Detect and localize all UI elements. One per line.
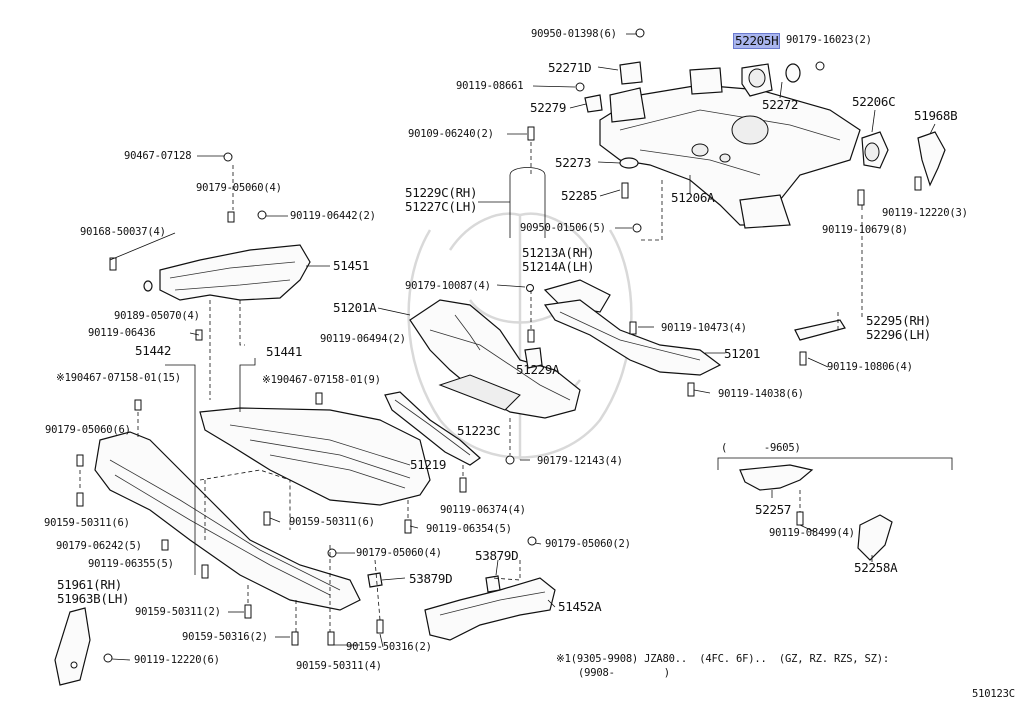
upper-mount-parts <box>527 28 645 233</box>
part-label-90119-10679[interactable]: 90119-10679(8) <box>822 224 908 236</box>
bracket-52258A <box>857 514 893 561</box>
part-label-90179-05060-6[interactable]: 90179-05060(6) <box>45 424 131 436</box>
part-label-52296-LH[interactable]: 52296(LH) <box>866 327 932 342</box>
part-label-51201A[interactable]: 51201A <box>333 300 377 315</box>
plate-52295 <box>794 319 846 366</box>
part-label-51201[interactable]: 51201 <box>724 346 761 361</box>
cover-51452A <box>424 536 556 641</box>
part-label-90467-07158-9[interactable]: ※190467-07158-01(9) <box>262 374 381 386</box>
part-label-52206C[interactable]: 52206C <box>852 94 896 109</box>
bushing-52205H <box>741 61 825 97</box>
part-label-90119-06494[interactable]: 90119-06494(2) <box>320 333 406 345</box>
part-label-90179-05060-2[interactable]: 90179-05060(2) <box>545 538 631 550</box>
part-label-90119-10473[interactable]: 90119-10473(4) <box>661 322 747 334</box>
part-label-90179-06242[interactable]: 90179-06242(5) <box>56 540 142 552</box>
part-label-90159-50311-6a[interactable]: 90159-50311(6) <box>44 517 130 529</box>
part-label-52271D[interactable]: 52271D <box>548 60 592 75</box>
group-bracket <box>717 457 953 470</box>
dashed-guide-lines <box>79 142 863 632</box>
group-label-9605: ( -9605) <box>721 442 801 454</box>
part-label-90467-07128[interactable]: 90467-07128 <box>124 150 192 162</box>
bracket-51961 <box>54 607 113 686</box>
cover-51442 <box>76 399 384 646</box>
part-label-90119-06442[interactable]: 90119-06442(2) <box>290 210 376 222</box>
part-label-52258A[interactable]: 52258A <box>854 560 898 575</box>
part-label-51452A[interactable]: 51452A <box>558 599 602 614</box>
part-label-51963B-LH[interactable]: 51963B(LH) <box>57 591 130 606</box>
footnote-line-1: ※1(9305-9908) JZA80.. (4FC. 6F).. (GZ, R… <box>556 653 890 665</box>
part-label-51227C-LH[interactable]: 51227C(LH) <box>405 199 478 214</box>
part-label-52257[interactable]: 52257 <box>755 502 792 517</box>
part-label-90189-05070[interactable]: 90189-05070(4) <box>114 310 200 322</box>
rear-bushing-52206C <box>857 131 889 206</box>
part-label-51961-RH[interactable]: 51961(RH) <box>57 577 123 592</box>
diagram-code: 510123C <box>972 688 1015 700</box>
part-label-90119-06374[interactable]: 90119-06374(4) <box>440 504 526 516</box>
part-label-90467-07158-15[interactable]: ※190467-07158-01(15) <box>56 372 181 384</box>
bracket-52257 <box>739 464 814 526</box>
part-label-53879D-b[interactable]: 53879D <box>475 548 519 563</box>
part-label-90119-06436[interactable]: 90119-06436 <box>88 327 156 339</box>
leader-lines <box>109 33 936 661</box>
part-label-90119-12220-6[interactable]: 90119-12220(6) <box>134 654 220 666</box>
part-label-90119-06354[interactable]: 90119-06354(5) <box>426 523 512 535</box>
part-label-90119-12220-3[interactable]: 90119-12220(3) <box>882 207 968 219</box>
part-label-90159-50316-2a[interactable]: 90159-50316(2) <box>182 631 268 643</box>
part-label-90179-12143[interactable]: 90179-12143(4) <box>537 455 623 467</box>
part-label-90119-08661[interactable]: 90119-08661 <box>456 80 524 92</box>
part-label-51451[interactable]: 51451 <box>333 258 370 273</box>
cross-member-51201 <box>526 284 722 397</box>
part-label-90119-14038[interactable]: 90119-14038(6) <box>718 388 804 400</box>
part-label-51441[interactable]: 51441 <box>266 344 303 359</box>
part-label-90159-50311-4[interactable]: 90159-50311(4) <box>296 660 382 672</box>
part-label-90950-01398[interactable]: 90950-01398(6) <box>531 28 617 40</box>
part-label-90179-05060-4b[interactable]: 90179-05060(4) <box>356 547 442 559</box>
bracket-51968B <box>914 131 946 191</box>
part-label-52272[interactable]: 52272 <box>762 97 799 112</box>
part-label-90119-06355[interactable]: 90119-06355(5) <box>88 558 174 570</box>
part-label-90950-01506[interactable]: 90950-01506(5) <box>520 222 606 234</box>
part-label-52295-RH[interactable]: 52295(RH) <box>866 313 932 328</box>
part-label-51229C-RH[interactable]: 51229C(RH) <box>405 185 478 200</box>
part-label-51442[interactable]: 51442 <box>135 343 172 358</box>
u-bolt-51229C <box>509 167 546 238</box>
part-label-52279[interactable]: 52279 <box>530 100 567 115</box>
cover-51451 <box>109 152 311 341</box>
rear-suspension-member <box>599 67 861 229</box>
part-label-51223C[interactable]: 51223C <box>457 423 501 438</box>
part-label-90109-06240[interactable]: 90109-06240(2) <box>408 128 494 140</box>
part-label-51229A[interactable]: 51229A <box>516 362 560 377</box>
part-label-90119-08499[interactable]: 90119-08499(4) <box>769 527 855 539</box>
part-label-52205H-highlighted[interactable]: 52205H <box>733 33 781 49</box>
part-label-51219[interactable]: 51219 <box>410 457 447 472</box>
part-label-51213A-RH[interactable]: 51213A(RH) <box>522 245 595 260</box>
bracket-51229A <box>524 347 543 369</box>
cover-51441 <box>199 392 431 534</box>
part-label-90159-50311-6b[interactable]: 90159-50311(6) <box>289 516 375 528</box>
part-label-51214A-LH[interactable]: 51214A(LH) <box>522 259 595 274</box>
part-label-90159-50311-2[interactable]: 90159-50311(2) <box>135 606 221 618</box>
part-label-90179-05060-4[interactable]: 90179-05060(4) <box>196 182 282 194</box>
brace-51219 <box>384 391 515 493</box>
part-label-90119-10806[interactable]: 90119-10806(4) <box>827 361 913 373</box>
part-label-90179-16023[interactable]: 90179-16023(2) <box>786 34 872 46</box>
part-label-52273[interactable]: 52273 <box>555 155 592 170</box>
part-label-51968B[interactable]: 51968B <box>914 108 958 123</box>
part-label-90168-50037[interactable]: 90168-50037(4) <box>80 226 166 238</box>
footnote-line-2: (9908- ) <box>578 667 670 679</box>
part-label-52285[interactable]: 52285 <box>561 188 598 203</box>
front-member-51201A <box>409 299 581 419</box>
part-label-90159-50316-2b[interactable]: 90159-50316(2) <box>346 641 432 653</box>
part-label-90179-10087[interactable]: 90179-10087(4) <box>405 280 491 292</box>
part-label-51206A[interactable]: 51206A <box>671 190 715 205</box>
part-label-53879D-a[interactable]: 53879D <box>409 571 453 586</box>
